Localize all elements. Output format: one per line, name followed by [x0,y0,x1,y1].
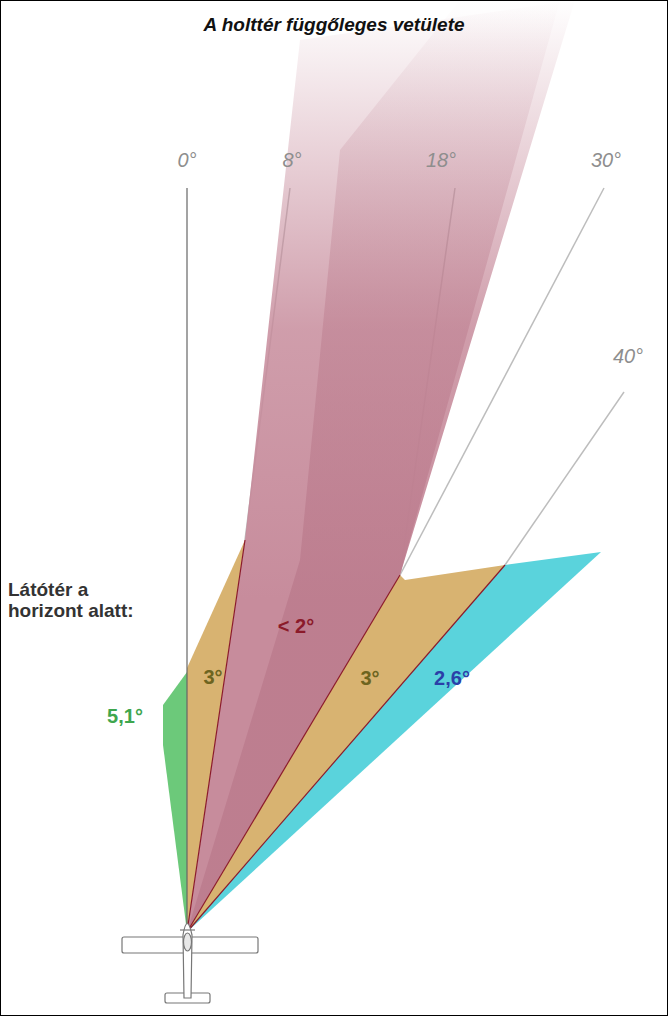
angle-label: 8° [282,149,301,171]
angle-label: 0° [177,149,196,171]
value-label: 5,1° [107,705,143,727]
angle-label: 30° [591,149,621,171]
airplane [122,924,258,1004]
value-label: < 2° [278,615,314,637]
value-label: 3° [203,666,222,688]
green-sector [163,672,187,932]
value-label: 3° [360,667,379,689]
pink-inner [187,0,560,932]
angle-label: 18° [426,149,456,171]
zero-line [186,188,187,935]
orange-sector [187,565,505,932]
pink-sector [187,0,575,932]
cyan-sector [187,552,601,932]
value-label: 2,6° [434,667,470,689]
ray-lines [187,540,505,932]
heading-note: Látótér a horizont alatt: [8,580,158,622]
angle-label: 40° [613,345,643,367]
title: A holttér függőleges vetülete [0,14,668,36]
